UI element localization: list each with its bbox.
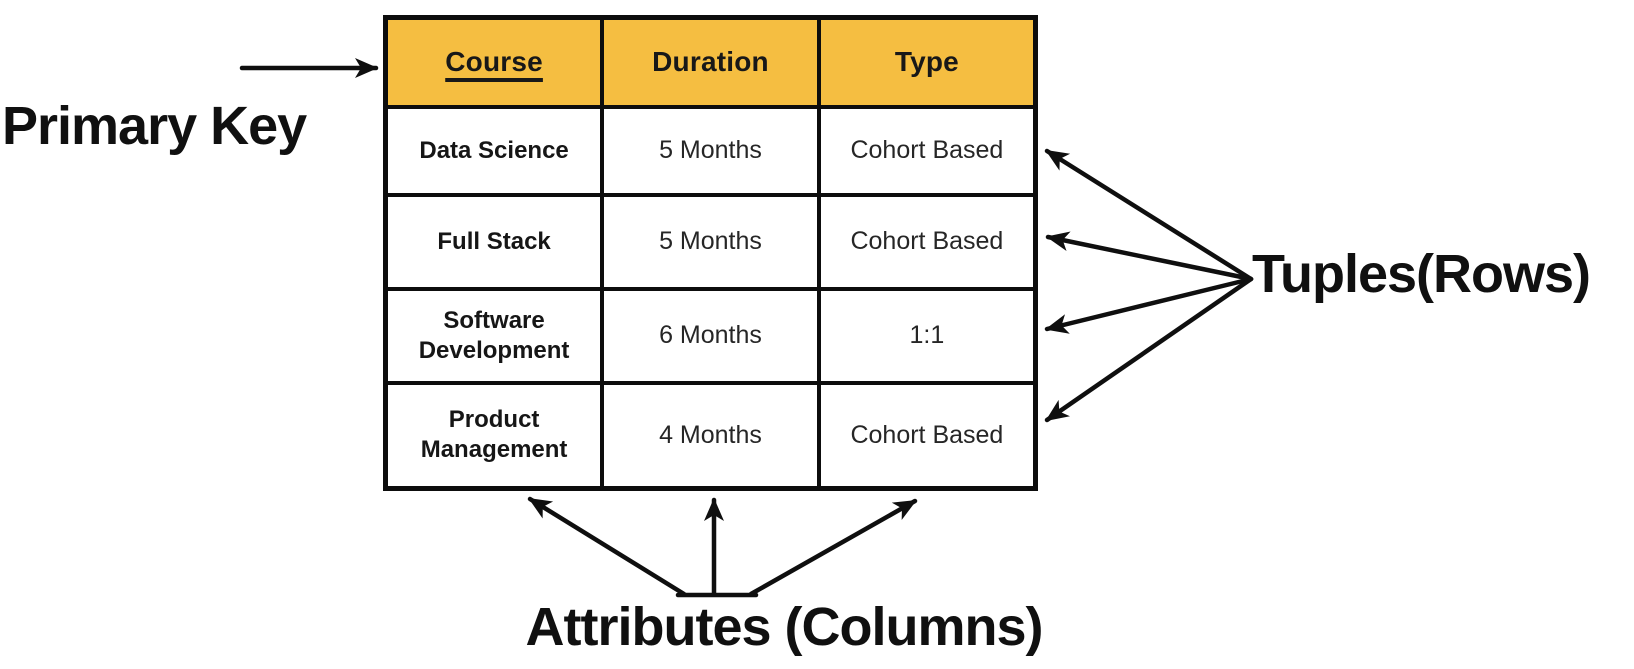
header-cell-type: Type [816,15,1038,109]
tuples-rows-label: Tuples(Rows) [1252,244,1591,304]
table-row: Data Science 5 Months Cohort Based [383,104,1038,197]
cell-duration: 6 Months [600,286,821,385]
cell-type: Cohort Based [816,104,1038,197]
attribute-arrow-col-course [527,496,687,597]
attribute-arrow-col-type [748,498,918,597]
cell-type: Cohort Based [816,380,1038,491]
table-row: Software Development 6 Months 1:1 [383,286,1038,385]
cell-type: 1:1 [816,286,1038,385]
header-type-label: Type [894,46,959,78]
header-duration-label: Duration [652,46,769,78]
header-row: Course Duration Type [383,15,1038,109]
cell-duration: 5 Months [600,104,821,197]
header-course-label: Course [445,46,543,78]
header-cell-course: Course [383,15,605,109]
course-table: Course Duration Type Data Science 5 Mont… [383,15,1038,491]
cell-course: Product Management [383,380,605,491]
table-row: Product Management 4 Months Cohort Based [383,380,1038,491]
tuple-arrow-row3 [1044,276,1254,334]
table-row: Full Stack 5 Months Cohort Based [383,192,1038,291]
cell-duration: 4 Months [600,380,821,491]
cell-duration: 5 Months [600,192,821,291]
cell-course: Full Stack [383,192,605,291]
header-cell-duration: Duration [600,15,821,109]
cell-course: Data Science [383,104,605,197]
primary-key-label: Primary Key [2,96,307,156]
cell-course: Software Development [383,286,605,385]
tuple-arrow-row1 [1044,148,1254,282]
tuple-arrow-row2 [1045,231,1254,282]
cell-type: Cohort Based [816,192,1038,291]
relation-table: Course Duration Type Data Science 5 Mont… [383,15,1038,491]
attributes-columns-label: Attributes (Columns) [525,597,1044,657]
tuple-arrow-row4 [1044,276,1254,423]
